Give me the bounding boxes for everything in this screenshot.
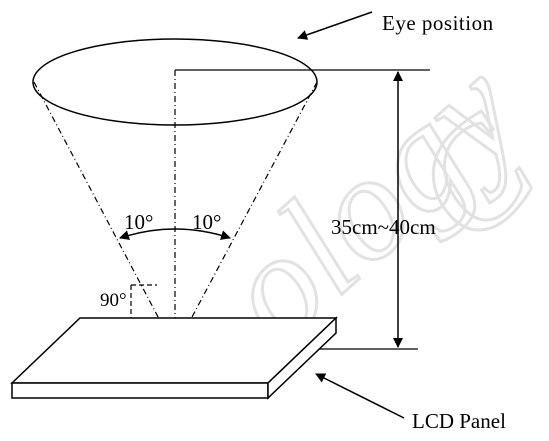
eye-pointer-arrow [297,11,373,40]
lcd-panel-label: LCD Panel [412,409,506,433]
lcd-panel [10,316,338,400]
distance-label: 35cm~40cm [331,215,436,239]
angle-left-label: 10° [124,210,153,234]
eye-position-label: Eye position [382,11,494,35]
angle-right-label: 10° [192,210,221,234]
cone-right-edge [174,81,318,350]
panel-pointer-arrow [315,373,405,419]
angle-perpendicular-label: 90° [100,290,127,311]
cone-left-edge [33,81,176,350]
angle-arc [119,228,231,240]
